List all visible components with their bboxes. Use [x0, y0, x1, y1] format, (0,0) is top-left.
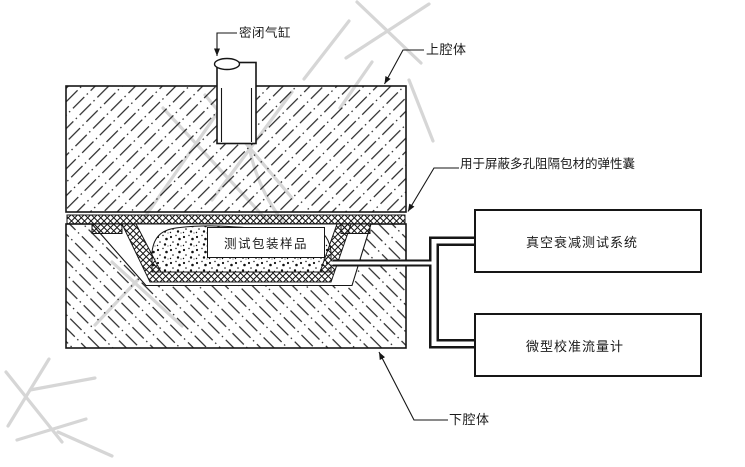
vacuum-decay-label: 真空衰减测试系统 [526, 234, 639, 250]
flow-meter-label: 微型校准流量计 [526, 338, 625, 354]
flow-meter-box: 微型校准流量计 [474, 313, 702, 377]
sealed-cylinder [213, 57, 257, 145]
leader-elastic-bladder [407, 167, 459, 212]
pipe-network [330, 236, 477, 349]
leader-upper-cavity [384, 49, 424, 85]
leader-sealed-cylinder [214, 32, 237, 56]
test-sample-box: 测试包装样品 [207, 227, 325, 258]
elastic-bladder-label: 用于屏蔽多孔阻隔包材的弹性囊 [460, 157, 636, 171]
elastic-bladder-strip [66, 214, 406, 225]
test-sample-label: 测试包装样品 [223, 237, 308, 251]
lower-cavity-label: 下腔体 [449, 412, 490, 427]
upper-cavity-label: 上腔体 [426, 42, 467, 57]
leader-lower-cavity [378, 351, 448, 421]
cylinder-port [213, 57, 241, 71]
leader-lines [214, 32, 459, 421]
bladder-lining [121, 223, 352, 283]
bladder-clamp-left [91, 223, 123, 234]
vacuum-decay-box: 真空衰减测试系统 [474, 209, 702, 273]
sealed-cylinder-label: 密闭气缸 [239, 26, 292, 40]
